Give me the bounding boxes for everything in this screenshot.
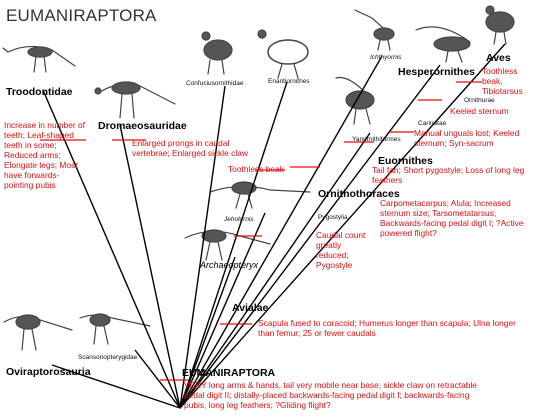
characters-aves: Toothless beak, Tibiotarsus xyxy=(482,66,523,96)
characters-eumaniraptora: VERY long arms & hands, tail very mobile… xyxy=(184,380,477,410)
ichthyornis-skeleton-icon xyxy=(354,9,395,51)
taxon-carinatae: Carinatae xyxy=(418,120,447,127)
taxon-scansoriopterygidae: Scansoriopterygidae xyxy=(78,354,138,361)
hesperornis-skeleton-icon xyxy=(415,26,471,63)
taxon-ornithurae: Ornithurae xyxy=(464,97,495,104)
branch-jeholornis xyxy=(179,212,266,409)
branch-oviraptorosauria xyxy=(51,364,181,409)
taxon-troodontidae: Troodontidae xyxy=(6,86,73,98)
oviraptorosaur-skeleton-icon xyxy=(3,314,73,351)
confuciusornis-skeleton-icon xyxy=(201,31,233,75)
taxon-oviraptorosauria: Oviraptorosauria xyxy=(6,366,91,378)
characters-dromaeosauridae: Enlarged prongs in caudal vertebrae; Enl… xyxy=(132,138,248,158)
scansoriopterygid-skeleton-icon xyxy=(79,313,151,345)
branch-hesperornithes xyxy=(179,64,441,409)
taxon-jeholornis: Jeholornis xyxy=(224,216,254,223)
branch-ichthyornis xyxy=(179,55,383,409)
taxon-yanornithiformes: Yanornithiformes xyxy=(352,136,401,143)
taxon-avialae: Avialae xyxy=(232,302,269,314)
taxon-ichthyornis: Ichthyornis xyxy=(370,54,402,61)
characters-ornithothoraces: Carpometacarpus; Alula; Increased sternu… xyxy=(380,198,524,238)
characters-carinatae: Manual unguals lost; Keeled sternum; Syn… xyxy=(414,128,520,148)
taxon-archaeopteryx: Archaeopteryx xyxy=(200,260,259,270)
taxon-ornithothoraces: Ornithothoraces xyxy=(318,188,400,200)
diagram-title: EUMANIRAPTORA xyxy=(6,6,157,25)
taxon-aves: Aves xyxy=(486,52,511,64)
dromaeosaur-skeleton-icon xyxy=(94,81,176,119)
enantiornithine-skeleton-icon xyxy=(257,29,309,79)
character-ticks xyxy=(40,81,482,381)
characters-avialae: Scapula fused to coracoid; Humerus longe… xyxy=(258,318,516,338)
yanornis-skeleton-icon xyxy=(335,76,375,125)
characters-euornithes: Tail fan; Short pygostyle; Loss of long … xyxy=(372,165,525,185)
taxon-euornithes: Euornithes xyxy=(378,155,433,167)
taxon-enantiornithes: Enantiornithes xyxy=(268,78,310,85)
branch-aves xyxy=(179,43,506,409)
skeleton-silhouettes xyxy=(2,5,515,351)
characters-troodontidae: Increase in number of teeth; Leaf-shaped… xyxy=(4,120,86,190)
taxon-eumaniraptora: EUMANIRAPTORA xyxy=(182,367,276,379)
branch-dromaeosauridae xyxy=(119,124,181,409)
branch-troodontidae xyxy=(42,89,181,409)
taxon-hesperornithes: Hesperornithes xyxy=(398,66,476,78)
archaeopteryx-skeleton-icon xyxy=(184,229,271,261)
branch-scansoriopterygidae xyxy=(134,349,181,409)
branch-archaeopteryx xyxy=(179,256,236,409)
taxon-confuciusornithidae: Confuciusornithidae xyxy=(186,80,244,87)
branch-enantiornithes xyxy=(179,81,288,409)
jeholornis-skeleton-icon xyxy=(209,181,311,209)
taxon-pygostylia: Pygostylia xyxy=(318,214,348,221)
taxon-dromaeosauridae: Dromaeosauridae xyxy=(98,120,187,132)
characters-pygostylia: Toothless beak xyxy=(228,164,284,174)
troodontid-skeleton-icon xyxy=(2,45,76,73)
branch-yanornithiformes xyxy=(179,132,371,409)
branches xyxy=(42,43,506,409)
characters-jeholornis: Caudal count greatly reduced; Pygostyle xyxy=(316,230,366,270)
modern-bird-skeleton-icon xyxy=(485,5,515,45)
characters-ornithurae: Keeled sternum xyxy=(450,106,509,116)
branch-confuciusornithidae xyxy=(179,85,226,409)
